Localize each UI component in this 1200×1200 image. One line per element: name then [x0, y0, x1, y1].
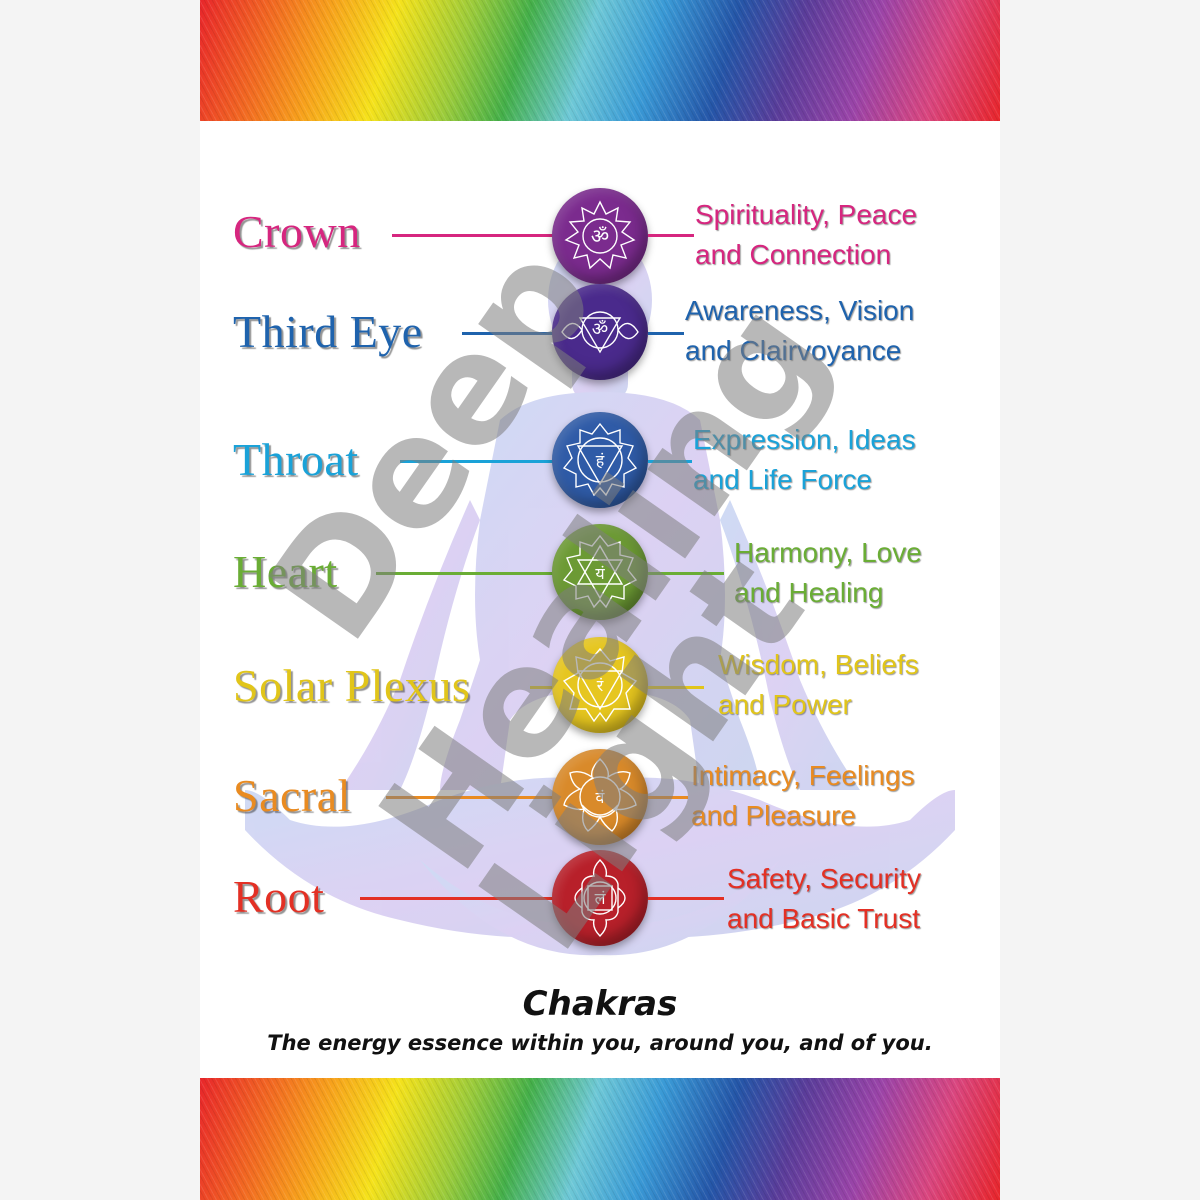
root-square-lotus-icon: लं	[574, 859, 626, 937]
heart-chakra-circle: यं	[552, 524, 648, 620]
svg-text:लं: लं	[595, 889, 607, 908]
svg-text:रं: रं	[597, 676, 604, 695]
connector-line-right	[648, 332, 684, 335]
connector-line-right	[648, 572, 724, 575]
rainbow-band-bottom	[200, 1078, 1000, 1200]
solar-plexus-chakra-circle: रं	[552, 637, 648, 733]
connector-line-right	[648, 460, 692, 463]
chakra-name-crown: Crown	[233, 206, 361, 257]
chakra-desc-heart: Harmony, Love and Healing	[734, 537, 922, 608]
connector-line-left	[400, 460, 554, 463]
connector-line-left	[386, 796, 554, 799]
root-chakra-circle: लं	[552, 850, 648, 946]
heart-hexagram-icon: यं	[562, 534, 638, 609]
chakra-name-sacral: Sacral	[233, 770, 351, 821]
connector-line-left	[530, 686, 554, 689]
svg-text:वं: वं	[596, 788, 606, 807]
connector-line-left	[462, 332, 554, 335]
svg-text:ॐ: ॐ	[592, 319, 608, 340]
chakra-desc-crown: Spirituality, Peace and Connection	[695, 199, 918, 270]
throat-chakra-circle: हं	[552, 412, 648, 508]
connector-line-right	[648, 796, 688, 799]
third-eye-triangle-icon: ॐ	[561, 311, 639, 354]
throat-lotus-icon: हं	[562, 422, 638, 497]
chakra-poster: Crown ॐ Spirituality, Peace and Connecti…	[200, 0, 1000, 1200]
chakra-desc-root: Safety, Security and Basic Trust	[727, 863, 922, 934]
connector-line-left	[376, 572, 554, 575]
poster-subtitle: The energy essence within you, around yo…	[267, 1031, 933, 1055]
chakra-desc-solar-plexus: Wisdom, Beliefs and Power	[718, 649, 919, 720]
chakra-name-throat: Throat	[233, 434, 359, 485]
rainbow-band-top	[200, 0, 1000, 121]
chakra-name-root: Root	[233, 871, 325, 922]
crown-chakra-circle: ॐ	[552, 188, 648, 284]
crown-lotus-om-icon: ॐ	[564, 200, 636, 270]
chakra-name-solar-plexus: Solar Plexus	[233, 660, 471, 711]
chakra-desc-third-eye: Awareness, Vision and Clairvoyance	[685, 295, 915, 366]
chakra-name-heart: Heart	[233, 546, 338, 597]
poster-title: Chakras	[522, 984, 678, 1024]
connector-line-right	[648, 686, 704, 689]
solar-plexus-triangle-icon: रं	[562, 647, 638, 723]
third-eye-chakra-circle: ॐ	[552, 284, 648, 380]
chakra-desc-sacral: Intimacy, Feelings and Pleasure	[691, 760, 915, 831]
connector-line-left	[360, 897, 554, 900]
connector-line-right	[648, 897, 724, 900]
connector-line-left	[392, 234, 554, 237]
svg-text:यं: यं	[595, 564, 605, 583]
sacral-lotus-icon: वं	[563, 758, 637, 832]
sacral-chakra-circle: वं	[552, 749, 648, 845]
svg-text:हं: हं	[596, 451, 605, 470]
svg-text:ॐ: ॐ	[591, 224, 609, 248]
connector-line-right	[648, 234, 694, 237]
chakra-name-third-eye: Third Eye	[233, 306, 423, 357]
chakra-desc-throat: Expression, Ideas and Life Force	[693, 424, 916, 495]
